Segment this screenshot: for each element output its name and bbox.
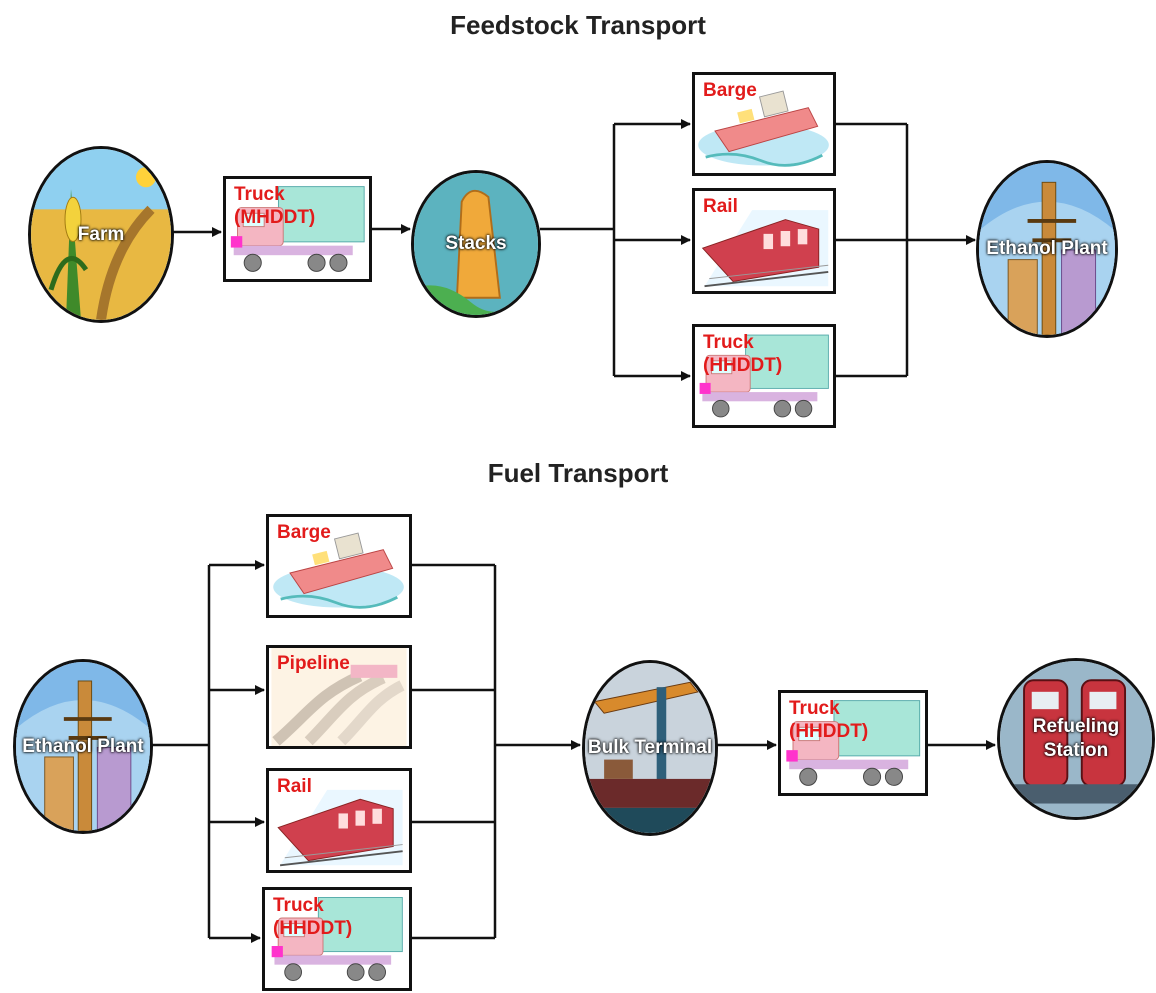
stacks-label: Stacks xyxy=(445,233,507,254)
ethanol-plant-label: Ethanol Plant xyxy=(986,238,1108,259)
feedstock-transport-title: Feedstock Transport xyxy=(450,10,706,40)
barge-box: Barge xyxy=(692,72,836,176)
pipeline-label: Pipeline xyxy=(277,653,350,674)
truck-hhddt-label: Truck (HHDDT) xyxy=(703,332,783,376)
fuel-transport-title: Fuel Transport xyxy=(487,458,669,488)
truck-hhddt-box: Truck (HHDDT) xyxy=(692,324,836,428)
delivery-truck-hhddt-box: Truck (HHDDT) xyxy=(778,690,928,796)
fuel-truck-hhddt-label: Truck (HHDDT) xyxy=(273,895,353,939)
refueling-station-node: Refueling Station xyxy=(997,658,1155,820)
fuel-barge-label: Barge xyxy=(277,522,331,543)
rail-box: Rail xyxy=(692,188,836,294)
corn-field-icon xyxy=(31,149,171,320)
barge-label: Barge xyxy=(703,80,757,101)
ethanol-plant-node: Ethanol Plant xyxy=(976,160,1118,338)
fuel-rail-box: Rail xyxy=(266,768,412,873)
bulk-terminal-node: Bulk Terminal xyxy=(582,660,718,836)
rail-label: Rail xyxy=(703,196,738,217)
stacks-node: Stacks xyxy=(411,170,541,318)
truck-mhddt-box: Truck (MHDDT) xyxy=(223,176,372,282)
delivery-truck-hhddt-label: Truck (HHDDT) xyxy=(789,698,869,742)
fuel-barge-box: Barge xyxy=(266,514,412,618)
truck-mhddt-label: Truck (MHDDT) xyxy=(234,184,316,228)
refinery-icon xyxy=(979,163,1115,335)
refueling-station-label: Refueling Station xyxy=(1032,716,1120,761)
refinery-icon xyxy=(16,662,150,831)
fuel-pump-icon xyxy=(1000,661,1152,817)
fuel-truck-hhddt-box: Truck (HHDDT) xyxy=(262,887,412,991)
fuel-ethanol-plant-label: Ethanol Plant xyxy=(22,735,144,757)
fuel-ethanol-plant-node: Ethanol Plant xyxy=(13,659,153,834)
bulk-terminal-label: Bulk Terminal xyxy=(587,737,713,758)
pipeline-box: Pipeline xyxy=(266,645,412,749)
port-crane-icon xyxy=(585,663,715,833)
farm-node: Farm xyxy=(28,146,174,323)
fuel-rail-label: Rail xyxy=(277,776,312,797)
hay-stack-icon xyxy=(414,173,538,315)
farm-label: Farm xyxy=(77,223,125,245)
